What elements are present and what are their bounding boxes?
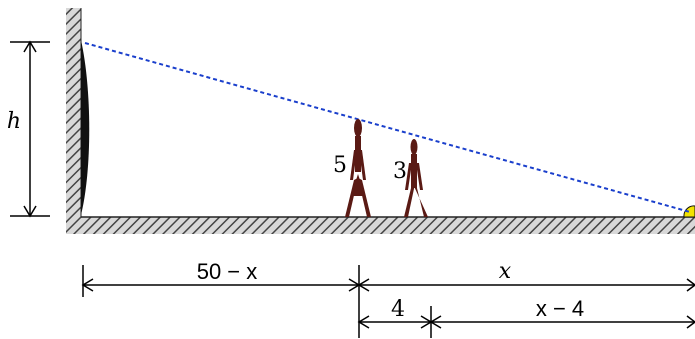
wall xyxy=(66,8,81,234)
segment-right-label: x xyxy=(499,259,512,284)
wall-lamp xyxy=(81,40,90,215)
ground xyxy=(66,217,695,234)
height-arrow-bottom xyxy=(23,205,37,218)
sight-line xyxy=(84,42,691,213)
height-label: h xyxy=(7,109,21,134)
dim-arrow-mid-right xyxy=(357,278,370,292)
height-arrow-top xyxy=(23,40,37,53)
dim-arrow-bottom-left xyxy=(357,315,370,329)
segment-gap-label: 4 xyxy=(391,297,405,322)
segment-left-label: 50 − x xyxy=(197,259,258,284)
dim-arrow-right xyxy=(686,278,695,292)
person-tall-label: 5 xyxy=(333,153,347,178)
person-short-label: 3 xyxy=(393,159,407,184)
dim-arrow-bottom-right xyxy=(686,315,695,329)
person-short xyxy=(404,139,428,217)
segment-remaining-label: x − 4 xyxy=(536,296,584,321)
height-label-bg xyxy=(5,108,25,134)
dim-arrow-remaining-left xyxy=(429,315,442,329)
light-source-icon xyxy=(683,205,695,218)
dim-arrow-left xyxy=(81,278,94,292)
person-tall xyxy=(345,119,371,217)
